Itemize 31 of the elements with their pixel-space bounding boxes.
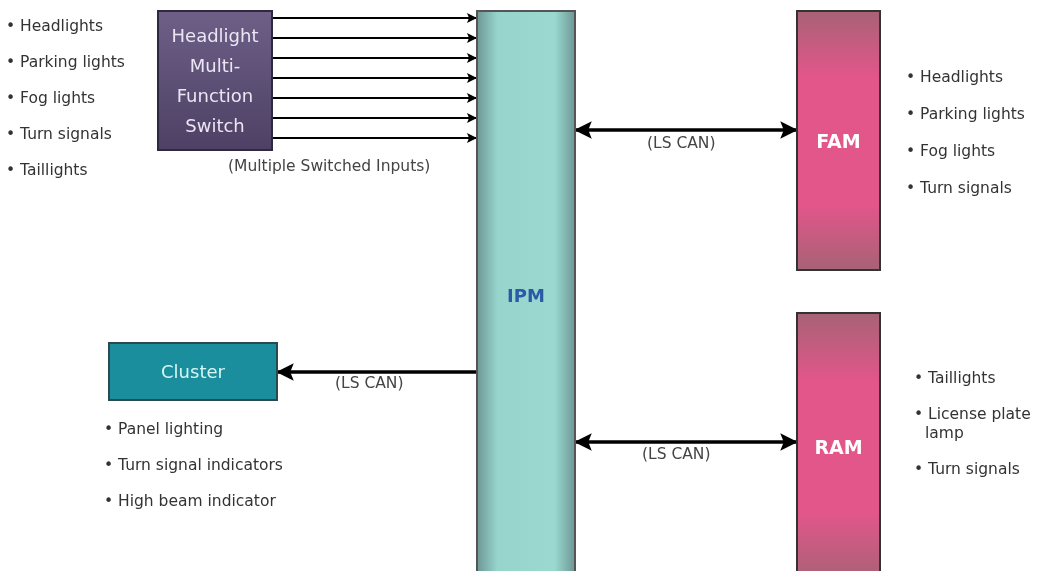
module-box: FAM (796, 10, 881, 271)
arrow (272, 133, 477, 143)
list-item: • Parking lights (6, 53, 126, 72)
arrow (272, 93, 477, 103)
arrow (272, 73, 477, 83)
list-item: • Turn signals (914, 460, 1021, 479)
list-item: • Taillights (6, 161, 89, 180)
list-item: • Fog lights (906, 142, 997, 161)
list-item: • High beam indicator (104, 492, 277, 511)
list-item: • License plate lamp (914, 405, 1032, 443)
list-item: • Fog lights (6, 89, 97, 108)
note-text: (Multiple Switched Inputs) (228, 157, 431, 175)
edge-label: (LS CAN) (333, 374, 406, 392)
arrow (272, 53, 477, 63)
list-item: • Taillights (914, 369, 997, 388)
list-item: • Turn signals (906, 179, 1013, 198)
list-item: • Headlights (906, 68, 1005, 87)
edge-label: (LS CAN) (645, 134, 718, 152)
list-item: • Turn signal indicators (104, 456, 284, 475)
module-box: IPM (476, 10, 576, 571)
arrow (272, 113, 477, 123)
edge-label: (LS CAN) (640, 445, 713, 463)
list-item: • Panel lighting (104, 420, 225, 439)
arrow (272, 13, 477, 23)
list-item: • Parking lights (906, 105, 1026, 124)
list-item: • Turn signals (6, 125, 113, 144)
module-box: RAM (796, 312, 881, 571)
list-item: • Headlights (6, 17, 105, 36)
cluster-box: Cluster (108, 342, 278, 401)
switch-box: Headlight Multi-Function Switch (157, 10, 273, 151)
arrow (272, 33, 477, 43)
